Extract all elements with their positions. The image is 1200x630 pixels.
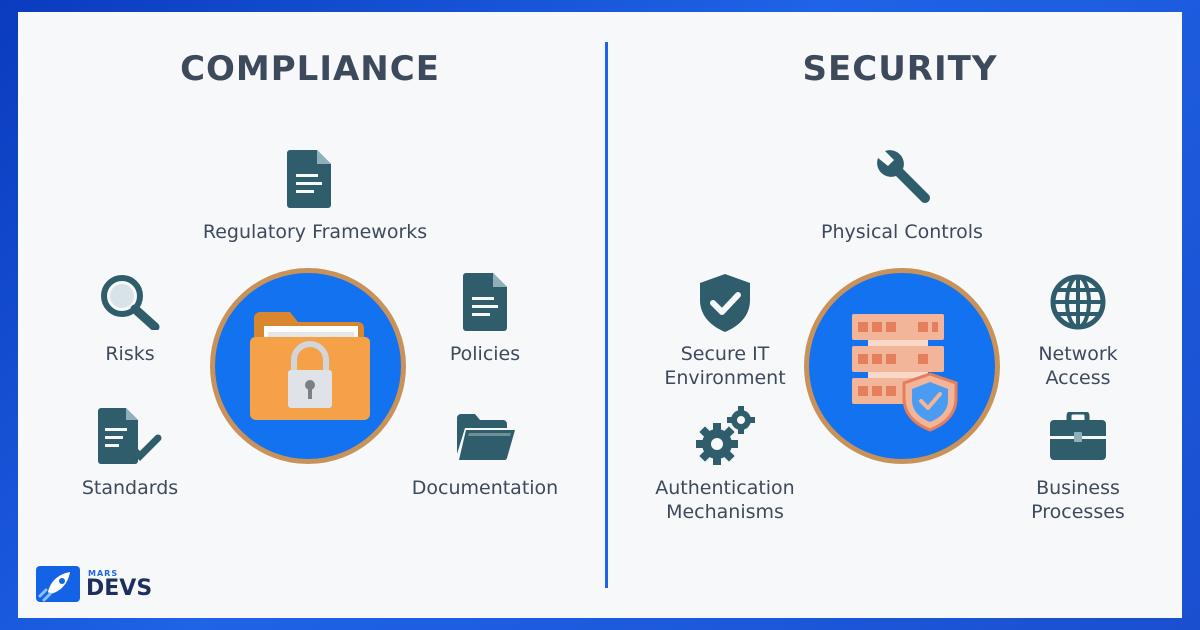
label-business-line2: Processes [1031,501,1125,523]
logo-small-text: MARS [88,569,119,578]
document-icon [287,150,331,208]
label-authentication-line2: Mechanisms [666,501,784,523]
label-physical-controls: Physical Controls [821,221,983,243]
rocket-logo-icon [36,566,80,602]
server-shield-icon [852,314,958,432]
compliance-title: COMPLIANCE [180,49,440,89]
checklist-icon [98,408,162,464]
content-card [18,12,1182,618]
label-secure-it-line1: Secure IT [680,343,770,365]
locked-folder-icon [250,312,370,420]
label-documentation: Documentation [411,477,559,499]
label-network-line1: Network [1038,343,1118,365]
label-secure-it-line2: Environment [664,367,786,389]
folder-icon [457,414,515,460]
logo-brand-text: DEVS [86,576,153,601]
gears-icon [696,406,755,465]
label-network-line2: Access [1045,367,1111,389]
shield-check-icon [700,274,750,332]
security-title: SECURITY [802,49,998,89]
globe-icon [1050,274,1106,330]
label-regulatory-frameworks: Regulatory Frameworks [202,221,428,243]
document-icon [463,273,507,331]
magnifier-icon [101,275,160,330]
briefcase-icon [1050,412,1106,460]
label-risks: Risks [105,343,155,365]
wrench-icon [877,150,930,204]
label-policies: Policies [449,343,521,365]
label-authentication-line1: Authentication [655,477,795,499]
label-standards: Standards [81,477,179,499]
label-business-line1: Business [1036,477,1120,499]
center-divider [605,42,608,588]
